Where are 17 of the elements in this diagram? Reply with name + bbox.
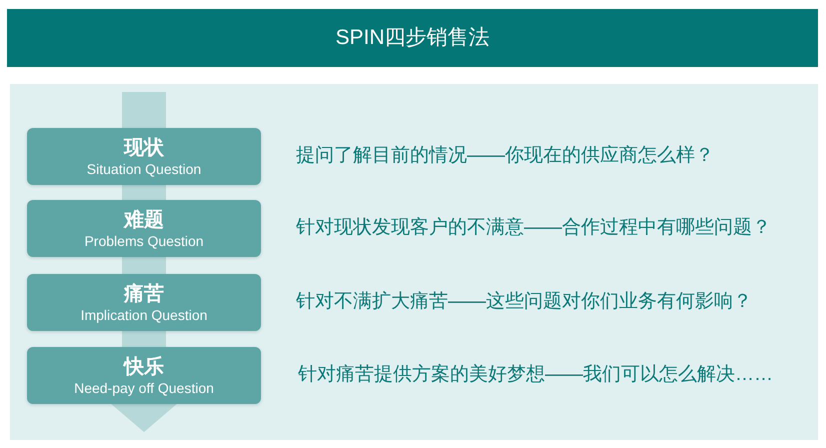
step-description: 针对现状发现客户的不满意——合作过程中有哪些问题？ bbox=[296, 216, 771, 240]
step-heading: 难题 bbox=[124, 208, 164, 232]
step-heading: 快乐 bbox=[124, 354, 164, 378]
step-subtitle: Implication Question bbox=[80, 306, 208, 324]
step-description: 提问了解目前的情况——你现在的供应商怎么样？ bbox=[296, 144, 714, 168]
step-subtitle: Problems Question bbox=[84, 232, 204, 250]
step-subtitle: Need-pay off Question bbox=[74, 378, 214, 396]
step-box bbox=[27, 128, 261, 185]
step-box bbox=[27, 347, 261, 404]
step-box bbox=[27, 274, 261, 331]
step-description: 针对痛苦提供方案的美好梦想——我们可以怎么解决…… bbox=[298, 362, 773, 386]
step-box bbox=[27, 200, 261, 257]
step-heading: 痛苦 bbox=[124, 282, 164, 306]
step-subtitle: Situation Question bbox=[86, 160, 202, 178]
step-description: 针对不满扩大痛苦——这些问题对你们业务有何影响？ bbox=[296, 290, 752, 314]
title: SPIN四步销售法 bbox=[335, 25, 490, 51]
step-heading: 现状 bbox=[124, 136, 164, 160]
